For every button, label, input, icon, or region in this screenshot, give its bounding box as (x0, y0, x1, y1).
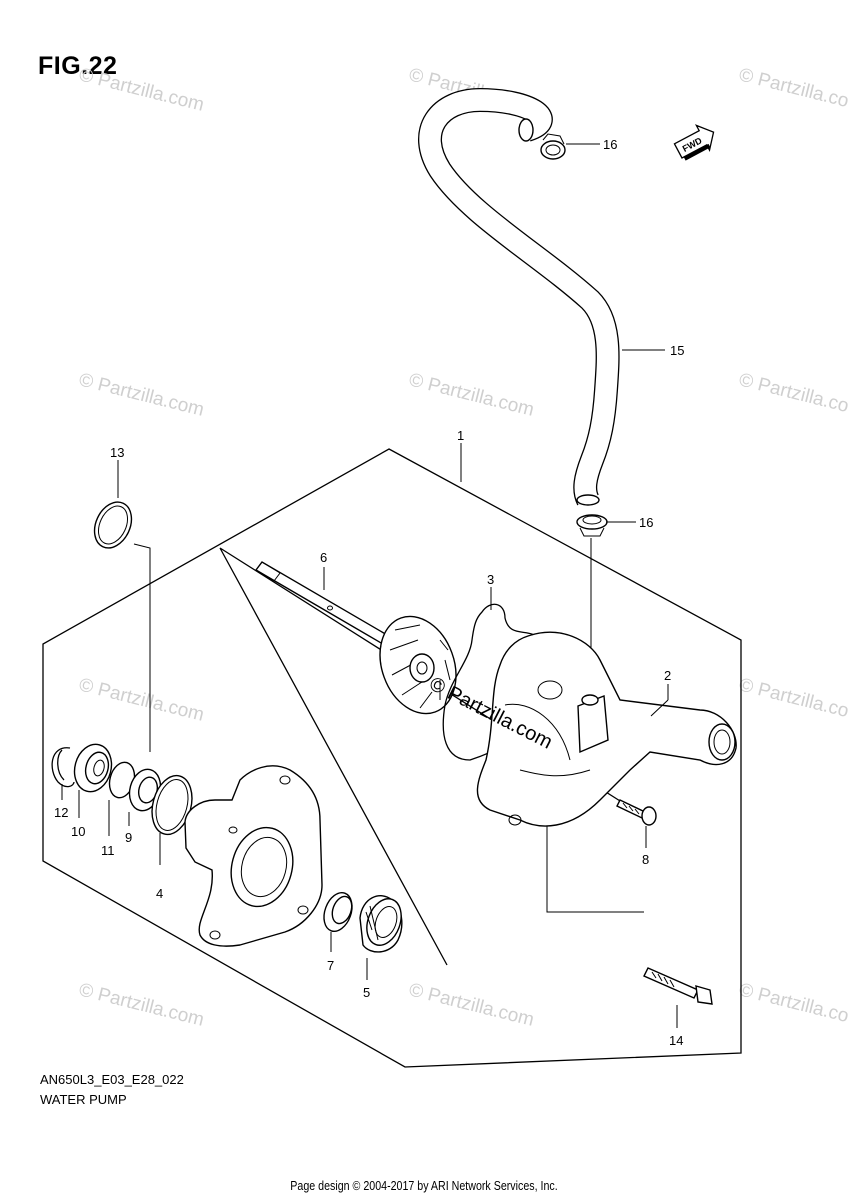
callout-11: 11 (101, 843, 115, 858)
figure-name: WATER PUMP (40, 1092, 127, 1107)
gasket (442, 603, 546, 761)
watermark: © Partzilla.com (407, 979, 536, 1030)
callout-12: 12 (54, 805, 68, 820)
callout-1: 1 (457, 428, 464, 443)
screw-8 (616, 799, 657, 826)
hose-clamp-lower (576, 514, 608, 537)
pump-cover (184, 765, 323, 947)
callout-7: 7 (327, 958, 334, 973)
callout-5: 5 (363, 985, 370, 1000)
watermark: © Partzilla.com (407, 369, 536, 420)
watermark: © Partzilla.com (77, 369, 206, 420)
watermark: © Partzilla.com (737, 674, 848, 725)
callout-2: 2 (664, 668, 671, 683)
oil-seal-7 (323, 891, 353, 933)
bolt-14 (643, 967, 713, 1005)
watermark: © Partzilla.com (77, 979, 206, 1030)
hose-clamp-upper (540, 133, 566, 160)
circlip-12 (51, 747, 75, 788)
callout-16-lower: 16 (639, 515, 653, 530)
callout-3: 3 (487, 572, 494, 587)
cover-leader-line (546, 826, 644, 913)
watermark: © Partzilla.com (737, 369, 848, 420)
callout-8: 8 (642, 852, 649, 867)
callout-6: 6 (320, 550, 327, 565)
figure-code: AN650L3_E03_E28_022 (40, 1072, 184, 1087)
callout-16-upper: 16 (603, 137, 617, 152)
pump-body (476, 631, 737, 827)
page-credit: Page design © 2004-2017 by ARI Network S… (290, 1178, 558, 1193)
figure-title: FIG.22 (38, 52, 118, 80)
callout-13: 13 (110, 445, 124, 460)
watermark: © Partzilla.com (737, 64, 848, 115)
watermark: © Partzilla.com (737, 979, 848, 1030)
assembly-boundary (42, 448, 742, 1068)
watermark: © Partzilla.com (77, 64, 206, 115)
callout-4: 4 (156, 886, 163, 901)
o-ring-leader-line (133, 543, 151, 752)
bearing-9 (128, 768, 162, 812)
callout-14: 14 (669, 1033, 683, 1048)
impeller (379, 615, 457, 715)
bearing-10 (73, 743, 113, 793)
o-ring-13 (93, 501, 133, 549)
callout-10: 10 (71, 824, 85, 839)
callout-15: 15 (670, 343, 684, 358)
callouts: 1 2 3 4 5 6 7 8 9 10 11 12 (54, 137, 684, 1048)
callout-9: 9 (125, 830, 132, 845)
watermark: © Partzilla.com (77, 674, 206, 725)
mechanical-seal-5 (359, 895, 403, 953)
water-hose (418, 87, 620, 506)
forward-arrow-icon: FWD (673, 124, 715, 161)
